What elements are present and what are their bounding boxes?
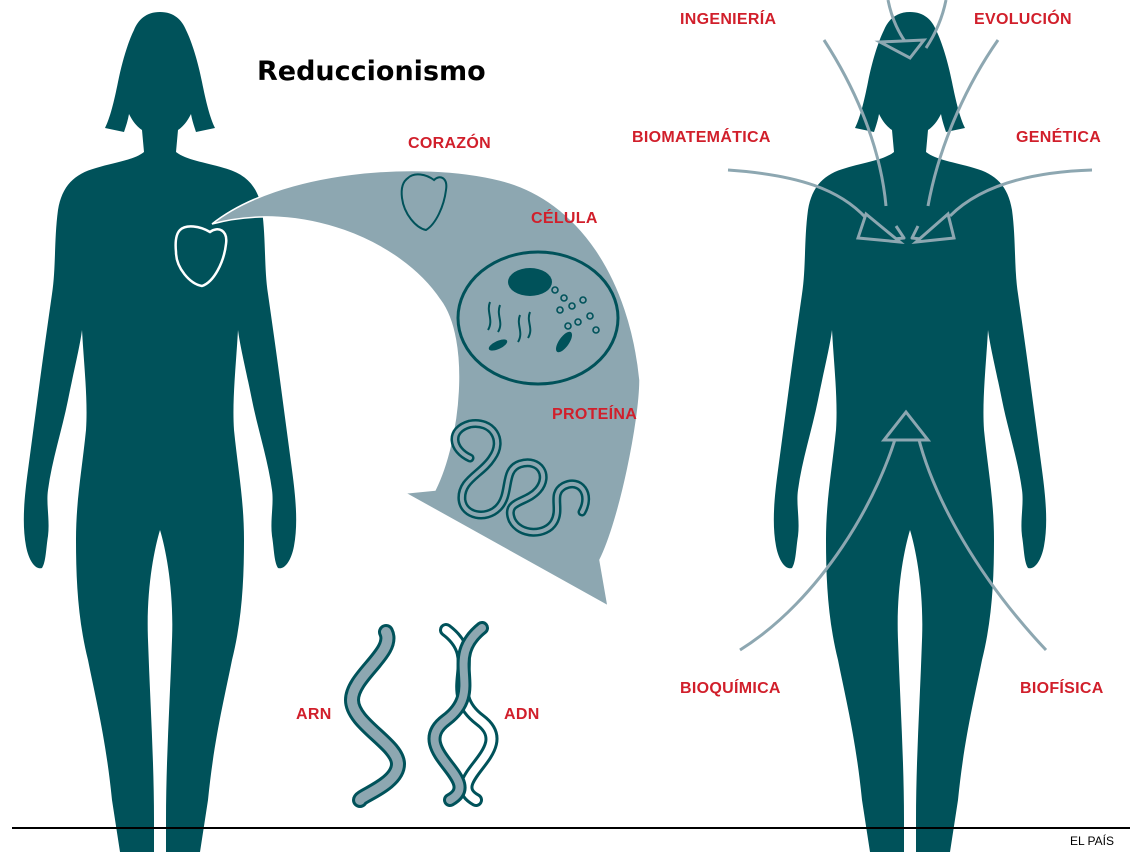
- label-rna: ARN: [296, 706, 332, 724]
- label-protein: PROTEÍNA: [552, 406, 637, 424]
- diagram-title: Reduccionismo: [257, 56, 486, 87]
- label-biochemistry: BIOQUÍMICA: [680, 680, 781, 698]
- label-dna: ADN: [504, 706, 540, 724]
- label-biophysics: BIOFÍSICA: [1020, 680, 1104, 698]
- label-engineering: INGENIERÍA: [680, 11, 776, 29]
- label-genetics: GENÉTICA: [1016, 129, 1101, 147]
- rna-icon-fill: [352, 632, 398, 800]
- label-biomathematics: BIOMATEMÁTICA: [632, 129, 771, 147]
- label-heart: CORAZÓN: [408, 135, 491, 153]
- label-cell: CÉLULA: [531, 210, 598, 228]
- dna-icon: [434, 628, 491, 800]
- source-credit: EL PAÍS: [1070, 834, 1114, 848]
- label-evolution: EVOLUCIÓN: [974, 11, 1072, 29]
- left-silhouette: [24, 12, 296, 852]
